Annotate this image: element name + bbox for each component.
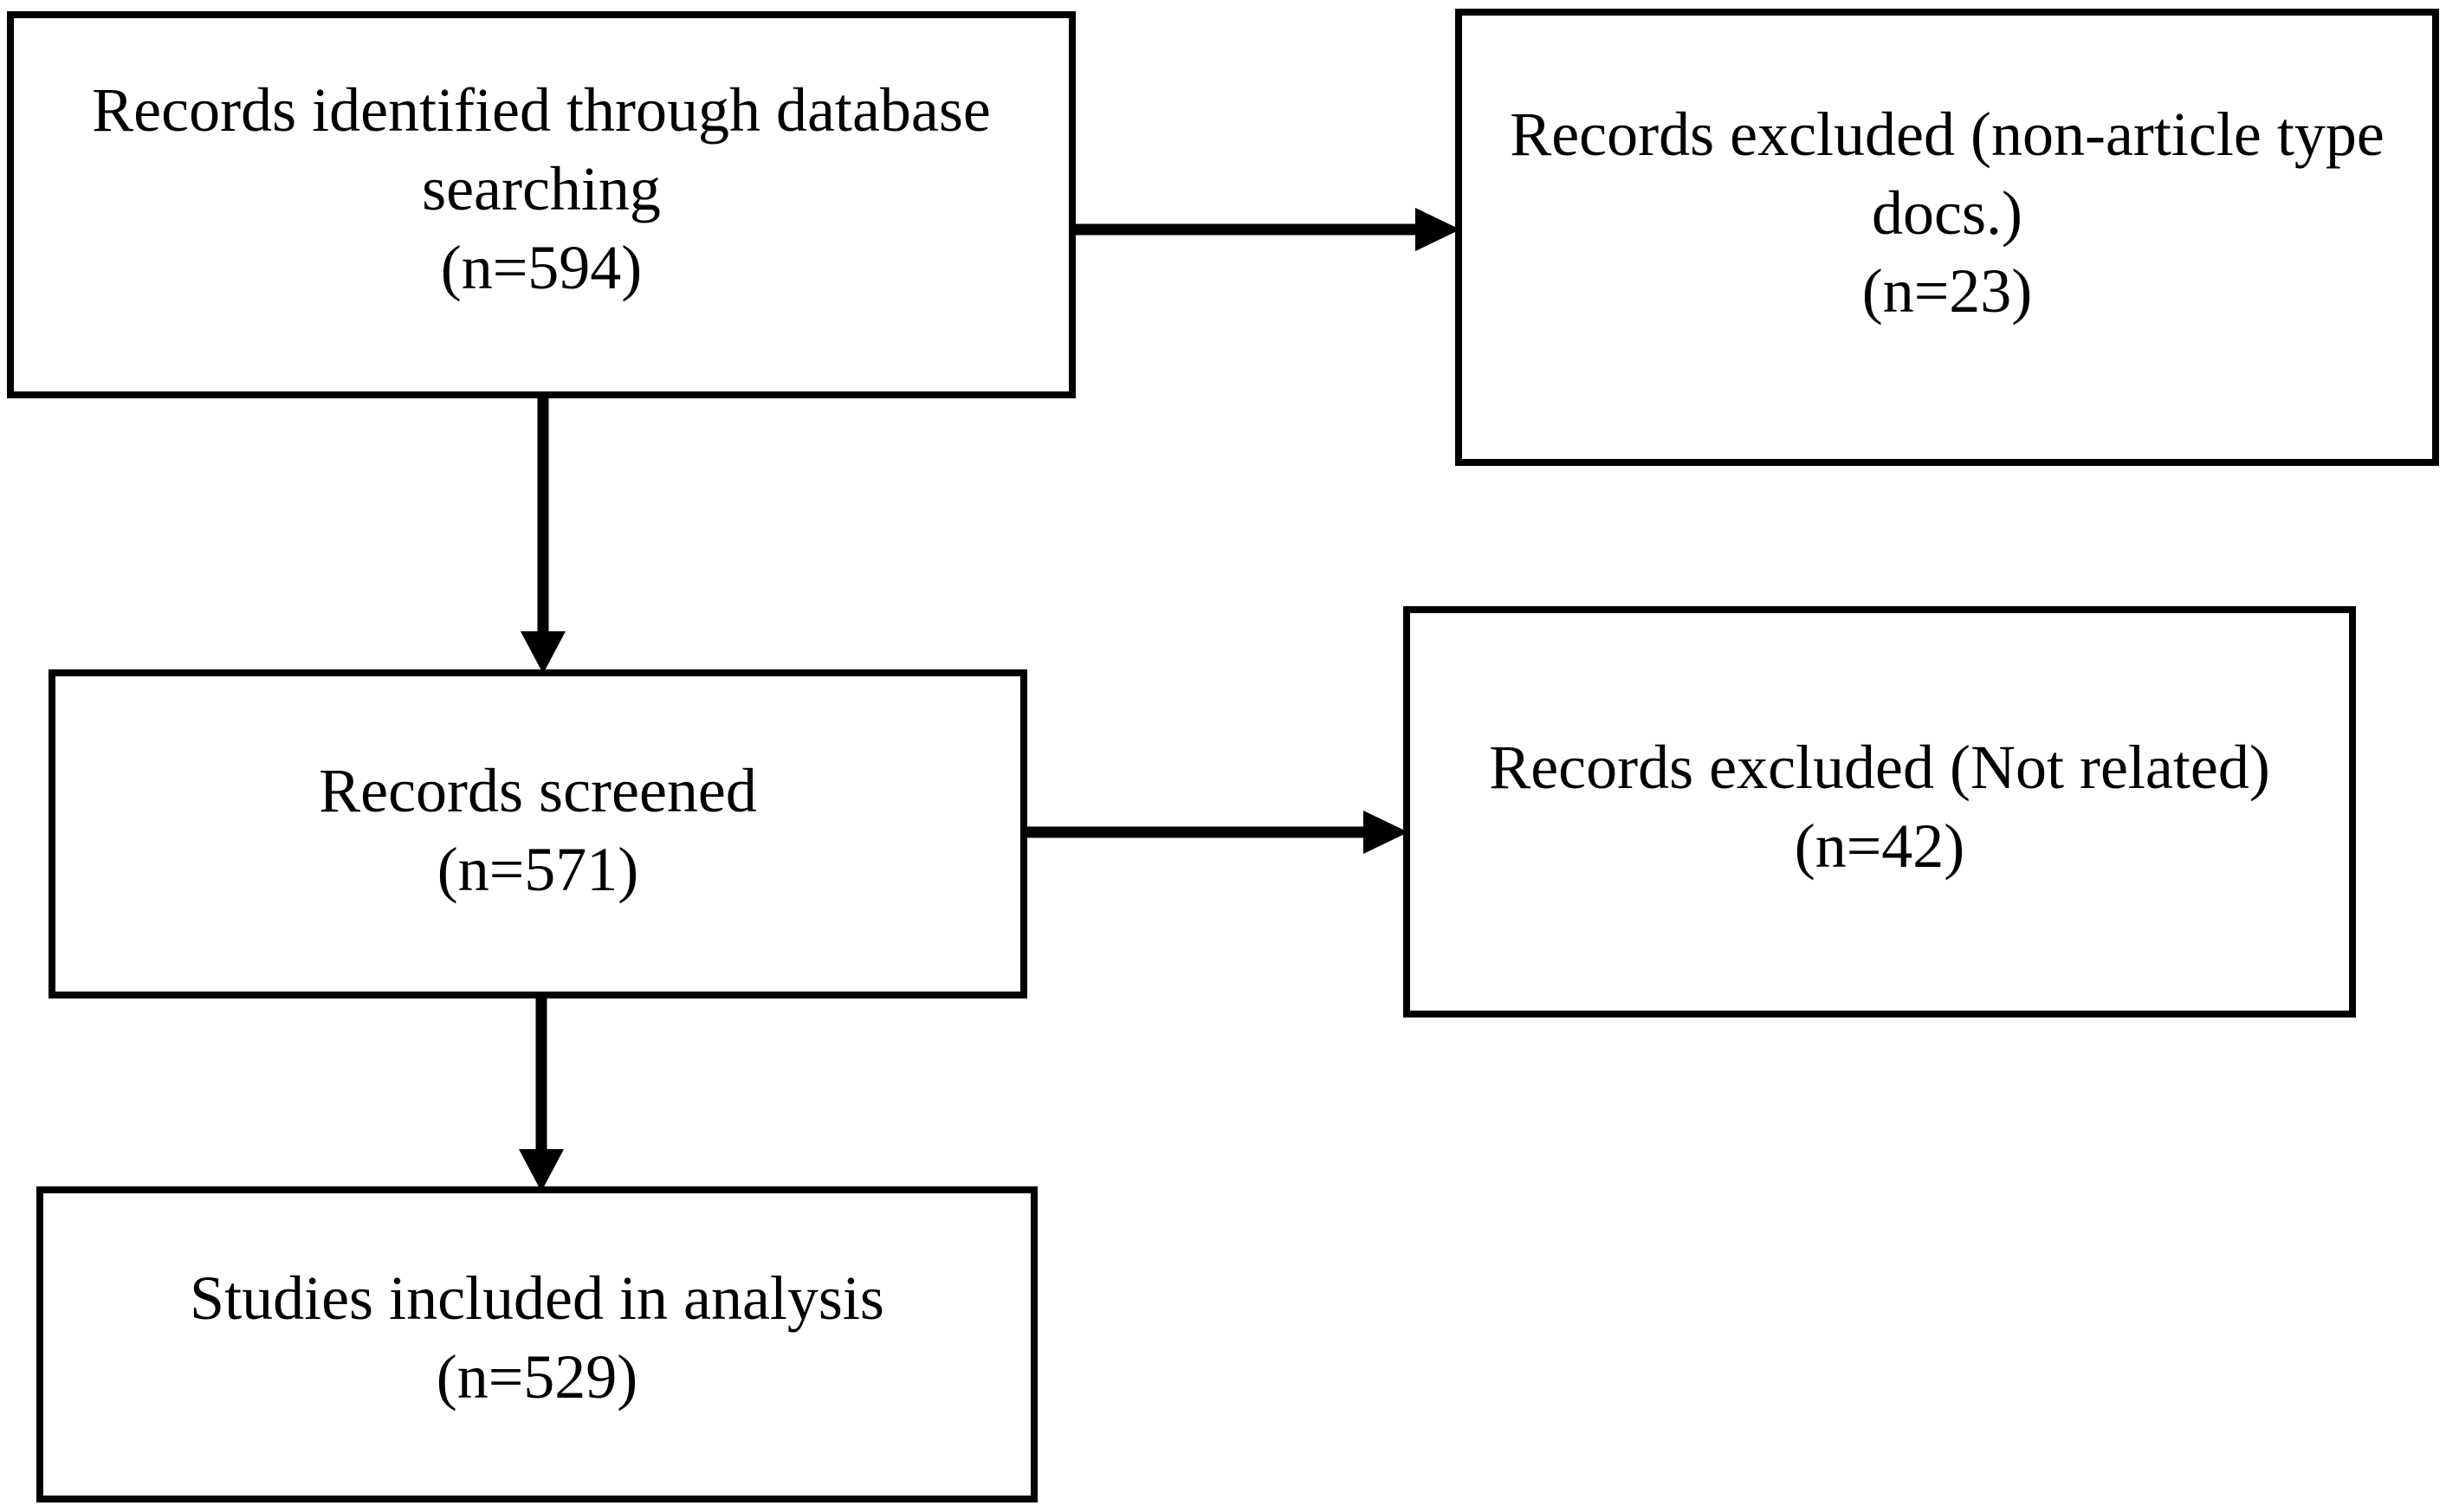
- arrow-identified-to-screened: [516, 391, 570, 674]
- node-records-identified-label: Records identified through database sear…: [92, 75, 991, 302]
- node-studies-included-label: Studies included in analysis (n=529): [190, 1263, 884, 1412]
- node-records-identified: Records identified through database sear…: [7, 11, 1076, 398]
- node-records-excluded-not-related: Records excluded (Not related) (n=42): [1403, 606, 2356, 1018]
- arrow-screened-to-excluded-not-related: [1024, 804, 1408, 861]
- node-records-screened: Records screened (n=571): [49, 669, 1027, 998]
- node-records-excluded-not-related-label: Records excluded (Not related) (n=42): [1489, 732, 2270, 881]
- arrow-identified-to-excluded-non-article: [1072, 201, 1460, 258]
- node-studies-included: Studies included in analysis (n=529): [36, 1186, 1038, 1502]
- node-records-excluded-non-article-label: Records excluded (non-article type docs.…: [1510, 99, 2385, 326]
- node-records-excluded-non-article: Records excluded (non-article type docs.…: [1455, 9, 2439, 466]
- arrow-screened-to-studies-included: [514, 994, 568, 1192]
- node-records-screened-label: Records screened (n=571): [319, 756, 757, 904]
